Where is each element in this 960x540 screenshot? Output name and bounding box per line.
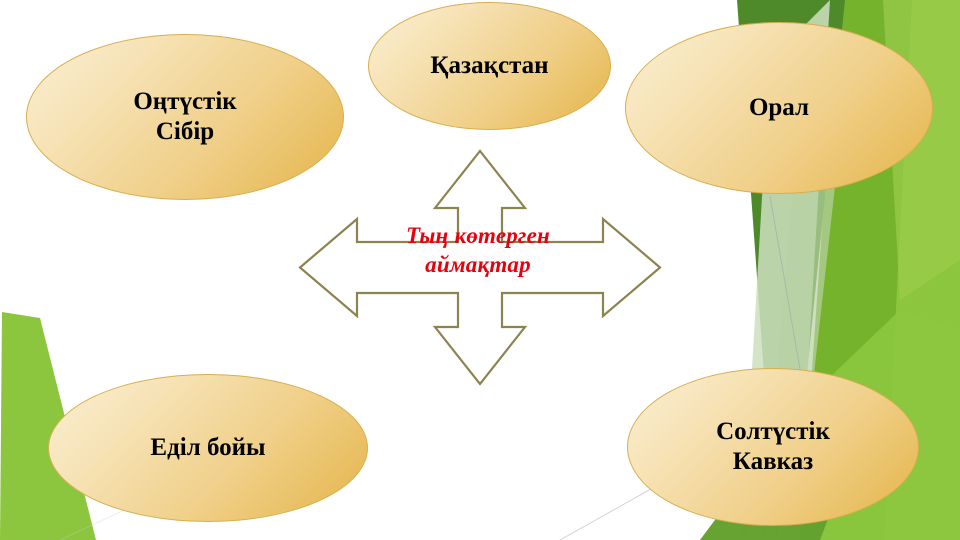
node-label-line-1: Еділ бойы: [150, 433, 266, 461]
node-soltustik-kavkaz[interactable]: Солтүстік Кавказ: [627, 368, 919, 526]
center-label: Тың көтерген аймақтар: [352, 222, 604, 280]
node-ontustik-sibir[interactable]: Оңтүстік Сібір: [26, 34, 344, 200]
node-label-line-2: Сібір: [155, 118, 215, 145]
node-label: Солтүстік Кавказ: [706, 417, 840, 478]
node-edil-boiy[interactable]: Еділ бойы: [48, 374, 368, 522]
node-label-line-1: Солтүстік: [716, 417, 830, 445]
node-label: Қазақстан: [420, 51, 558, 82]
center-label-line-1: Тың көтерген: [405, 223, 551, 248]
node-oral[interactable]: Орал: [625, 22, 933, 194]
node-label-line-1: Орал: [748, 93, 810, 121]
node-qazaqstan[interactable]: Қазақстан: [368, 2, 611, 130]
node-label-line-2: Кавказ: [732, 448, 814, 475]
node-label: Оңтүстік Сібір: [123, 87, 246, 148]
center-label-line-2: аймақтар: [425, 251, 531, 277]
node-label: Еділ бойы: [140, 433, 275, 464]
four-way-arrow: [298, 149, 662, 386]
cross-arrow-shape: [298, 149, 662, 386]
node-label: Орал: [739, 93, 819, 124]
node-label-line-1: Қазақстан: [430, 51, 549, 79]
node-label-line-1: Оңтүстік: [133, 87, 237, 115]
